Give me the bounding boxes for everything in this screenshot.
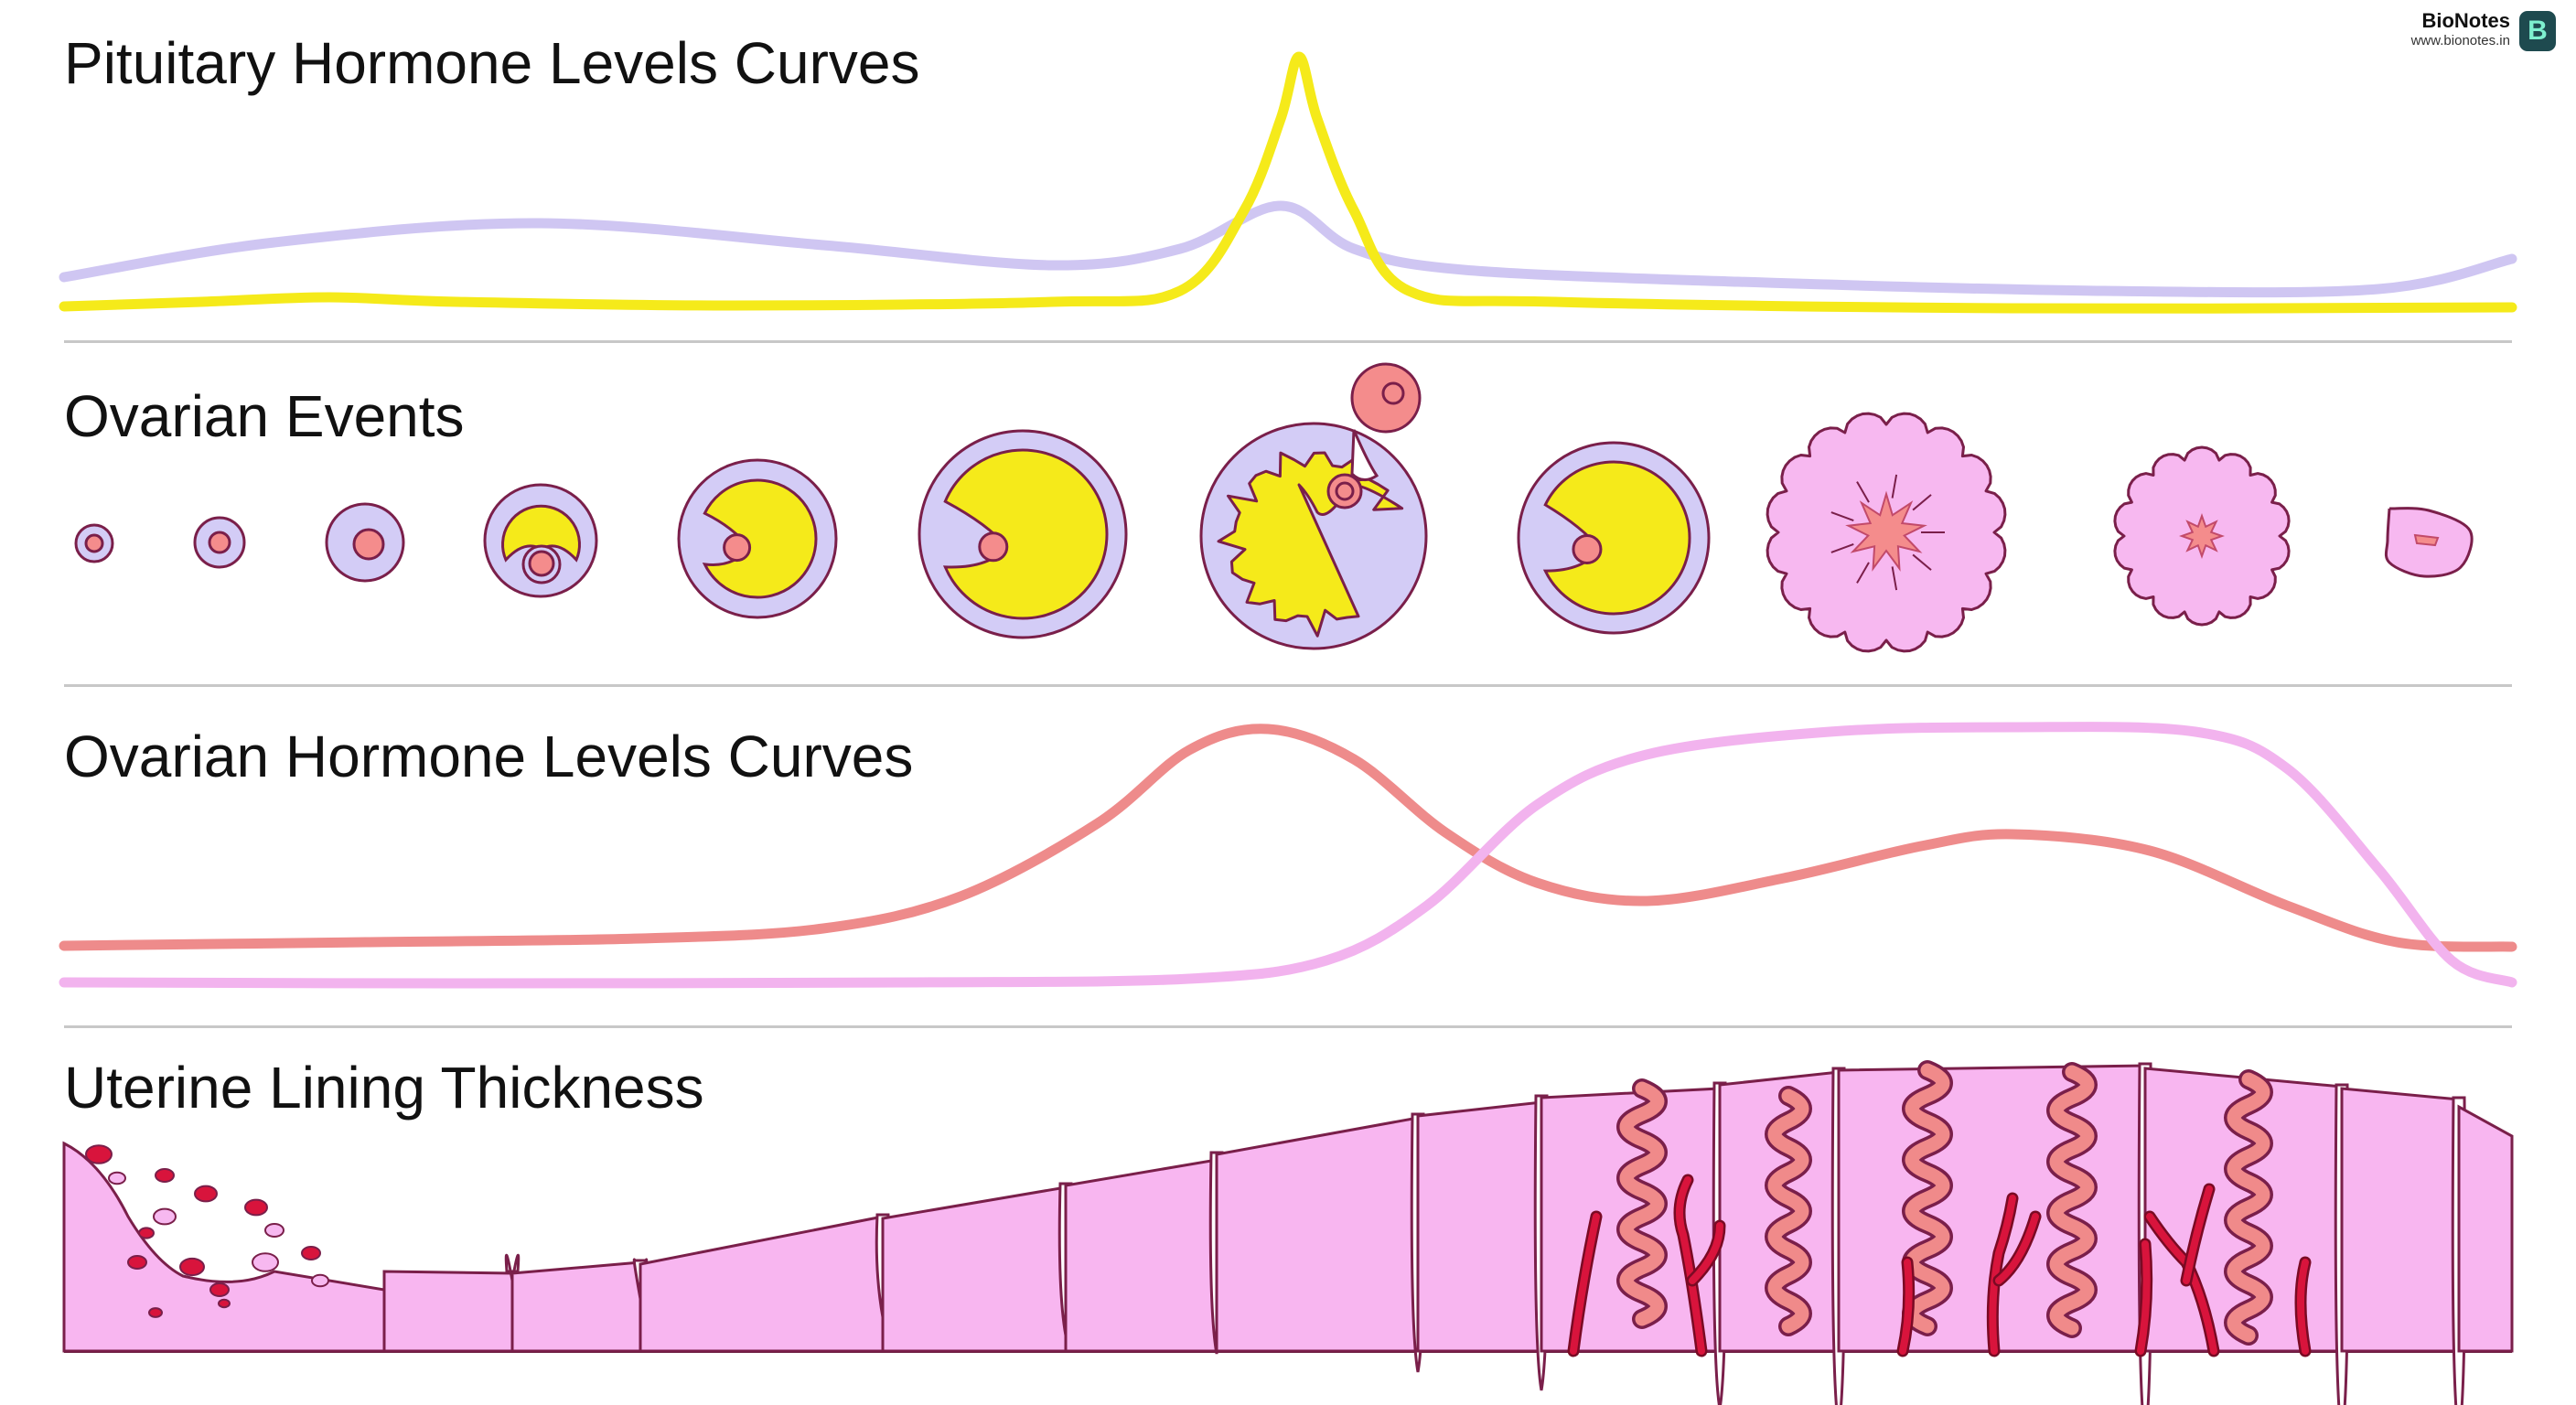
spiral-gland-fill <box>2227 1072 2270 1343</box>
progesterone-curve <box>59 722 2517 989</box>
mature-graafian-follicle <box>918 429 1128 639</box>
oocyte <box>352 528 385 561</box>
endometrium-block <box>1064 1158 1218 1353</box>
menstrual-fragment <box>311 1273 329 1288</box>
menstrual-fragment <box>108 1171 126 1185</box>
regressing-core <box>2179 513 2225 559</box>
spiral-artery <box>1676 1176 1705 1355</box>
luteal-fold <box>1891 566 1898 591</box>
endometrium-block <box>2457 1104 2514 1353</box>
menstrual-fragment <box>148 1307 163 1318</box>
secondary-follicle <box>325 502 405 583</box>
uterine-section-title: Uterine Lining Thickness <box>64 1055 704 1121</box>
oocyte <box>208 531 231 554</box>
menstrual-fragment <box>209 1282 230 1297</box>
endometrium-block <box>382 1270 514 1353</box>
spiral-gland-fill <box>1905 1063 1950 1334</box>
oocyte <box>1335 481 1355 501</box>
rupturing-antrum <box>1217 451 1404 638</box>
menstrual-fragment <box>127 1255 147 1270</box>
post-ovulation-follicle <box>1517 441 1711 635</box>
corpus-luteum <box>1766 412 2007 653</box>
lh-curve <box>59 51 2517 314</box>
ovarian-hormone-curves <box>59 722 2517 989</box>
spiral-artery <box>1570 1213 1600 1355</box>
spiral-artery <box>2183 1185 2213 1284</box>
section-divider <box>64 340 2512 343</box>
oocyte <box>723 533 752 563</box>
luteal-fold <box>1856 481 1870 503</box>
luteal-fold <box>1830 543 1854 553</box>
pituitary-section-title: Pituitary Hormone Levels Curves <box>64 30 920 96</box>
corpus-albicans <box>2384 507 2474 578</box>
endometrium-block <box>1416 1100 1543 1353</box>
menstrual-fragment <box>85 1144 113 1164</box>
ovarian-hormone-section-title: Ovarian Hormone Levels Curves <box>64 724 914 789</box>
endometrium-block <box>639 1215 885 1353</box>
spiral-gland-fill <box>2049 1065 2095 1335</box>
bionotes-branding: BioNotes www.bionotes.in B <box>2411 9 2556 51</box>
menstrual-fragment <box>138 1227 155 1239</box>
bionotes-logo-icon: B <box>2519 11 2556 51</box>
regressing-corpus-luteum <box>2113 445 2291 627</box>
luteal-fold <box>1856 562 1870 584</box>
spiral-artery <box>2297 1259 2309 1355</box>
endometrium-block <box>881 1185 1068 1353</box>
menstrual-fragment <box>301 1246 321 1260</box>
luteal-fold <box>1830 511 1854 521</box>
spiral-gland-fill <box>1767 1089 1809 1334</box>
brand-url: www.bionotes.in <box>2410 33 2510 48</box>
oocyte <box>84 533 104 553</box>
ovarian-events-section-title: Ovarian Events <box>64 383 465 449</box>
primordial-follicle <box>74 523 114 563</box>
spiral-artery <box>1689 1222 1723 1284</box>
rupture-site <box>1350 429 1379 481</box>
menstrual-fragment <box>155 1168 175 1183</box>
luteal-fold <box>1912 494 1932 511</box>
luteal-fold <box>1891 474 1898 499</box>
corpus-luteum-core <box>1845 490 1927 572</box>
antral-follicle <box>677 458 838 619</box>
menstrual-fragment <box>264 1223 284 1238</box>
primary-follicle <box>193 516 246 569</box>
menstrual-fragment <box>153 1207 177 1226</box>
spiral-artery <box>1989 1195 2016 1355</box>
estrogen-curve <box>59 724 2517 952</box>
menstrual-fragment <box>194 1185 218 1203</box>
pituitary-curves <box>59 51 2517 314</box>
section-divider <box>64 684 2512 687</box>
albicans-core <box>2413 533 2440 547</box>
spiral-gland-fill <box>1619 1081 1665 1326</box>
ovulation <box>1199 362 1428 650</box>
spiral-artery <box>1899 1259 1913 1355</box>
oocyte-nucleus <box>1381 381 1405 405</box>
fsh-curve <box>59 200 2517 298</box>
brand-name: BioNotes <box>2421 9 2510 32</box>
spiral-artery <box>2137 1240 2151 1355</box>
endometrium-block <box>1215 1116 1420 1353</box>
endometrium-block <box>2340 1087 2461 1353</box>
luteal-fold <box>1912 553 1932 571</box>
oocyte <box>978 531 1009 563</box>
ovarian-events <box>74 362 2474 653</box>
menstrual-fragment <box>218 1298 231 1309</box>
menstrual-fragment <box>252 1252 279 1272</box>
menstrual-fragment <box>244 1198 268 1217</box>
spiral-artery <box>1995 1213 2039 1284</box>
oocyte <box>1572 533 1603 564</box>
oocyte <box>528 550 555 577</box>
endometrium-block <box>510 1260 642 1353</box>
uterine-lining <box>62 1060 2514 1405</box>
endometrium-block <box>1718 1070 1841 1353</box>
menstrual-fragment <box>179 1257 205 1277</box>
early-antral-follicle <box>483 483 598 598</box>
section-divider <box>64 1025 2512 1028</box>
